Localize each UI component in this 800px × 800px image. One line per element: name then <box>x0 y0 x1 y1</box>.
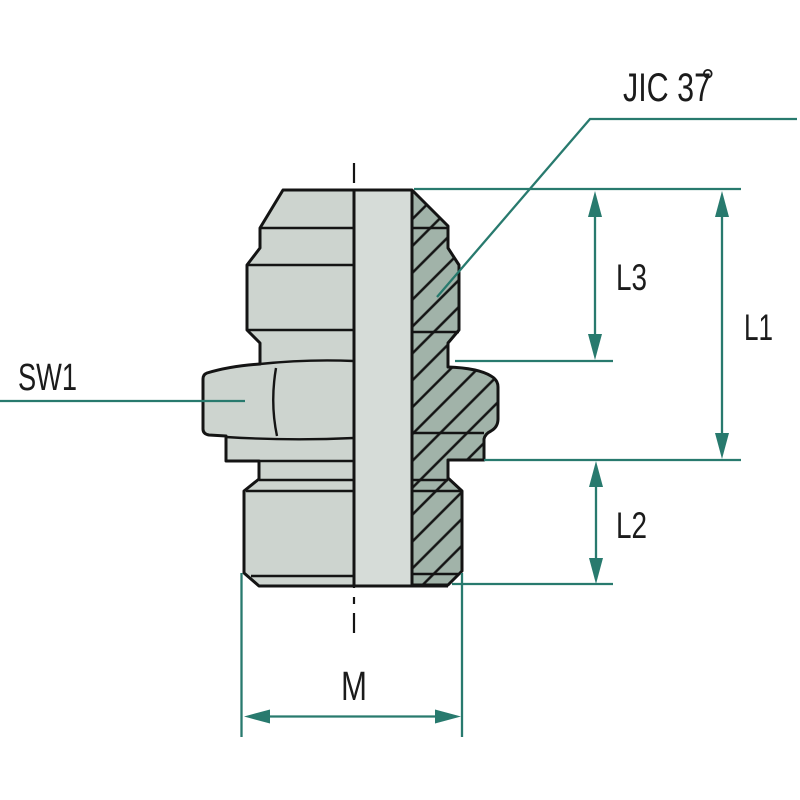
outside-view-feature-lines <box>225 226 355 578</box>
label-degree-symbol: ° <box>701 63 715 101</box>
labels: JIC 37 ° SW1 L3 L1 L2 M <box>18 63 773 709</box>
jic-leader-line <box>436 117 797 298</box>
label-dim-l1: L1 <box>744 307 773 348</box>
section-hatching <box>412 190 498 585</box>
label-dim-l3: L3 <box>616 257 647 298</box>
label-dim-l2: L2 <box>616 505 647 546</box>
fitting-half-section-drawing <box>201 163 500 642</box>
label-wrench-size: SW1 <box>18 357 77 399</box>
section-feature-lines <box>412 226 484 576</box>
bore-region <box>354 190 412 586</box>
dimensions <box>0 117 797 737</box>
dimension-arrowheads <box>244 191 729 724</box>
section-silhouette <box>410 188 500 587</box>
label-thread-type: JIC 37 <box>623 66 711 110</box>
outside-view-silhouette <box>201 188 356 588</box>
label-dim-m: M <box>341 663 367 709</box>
